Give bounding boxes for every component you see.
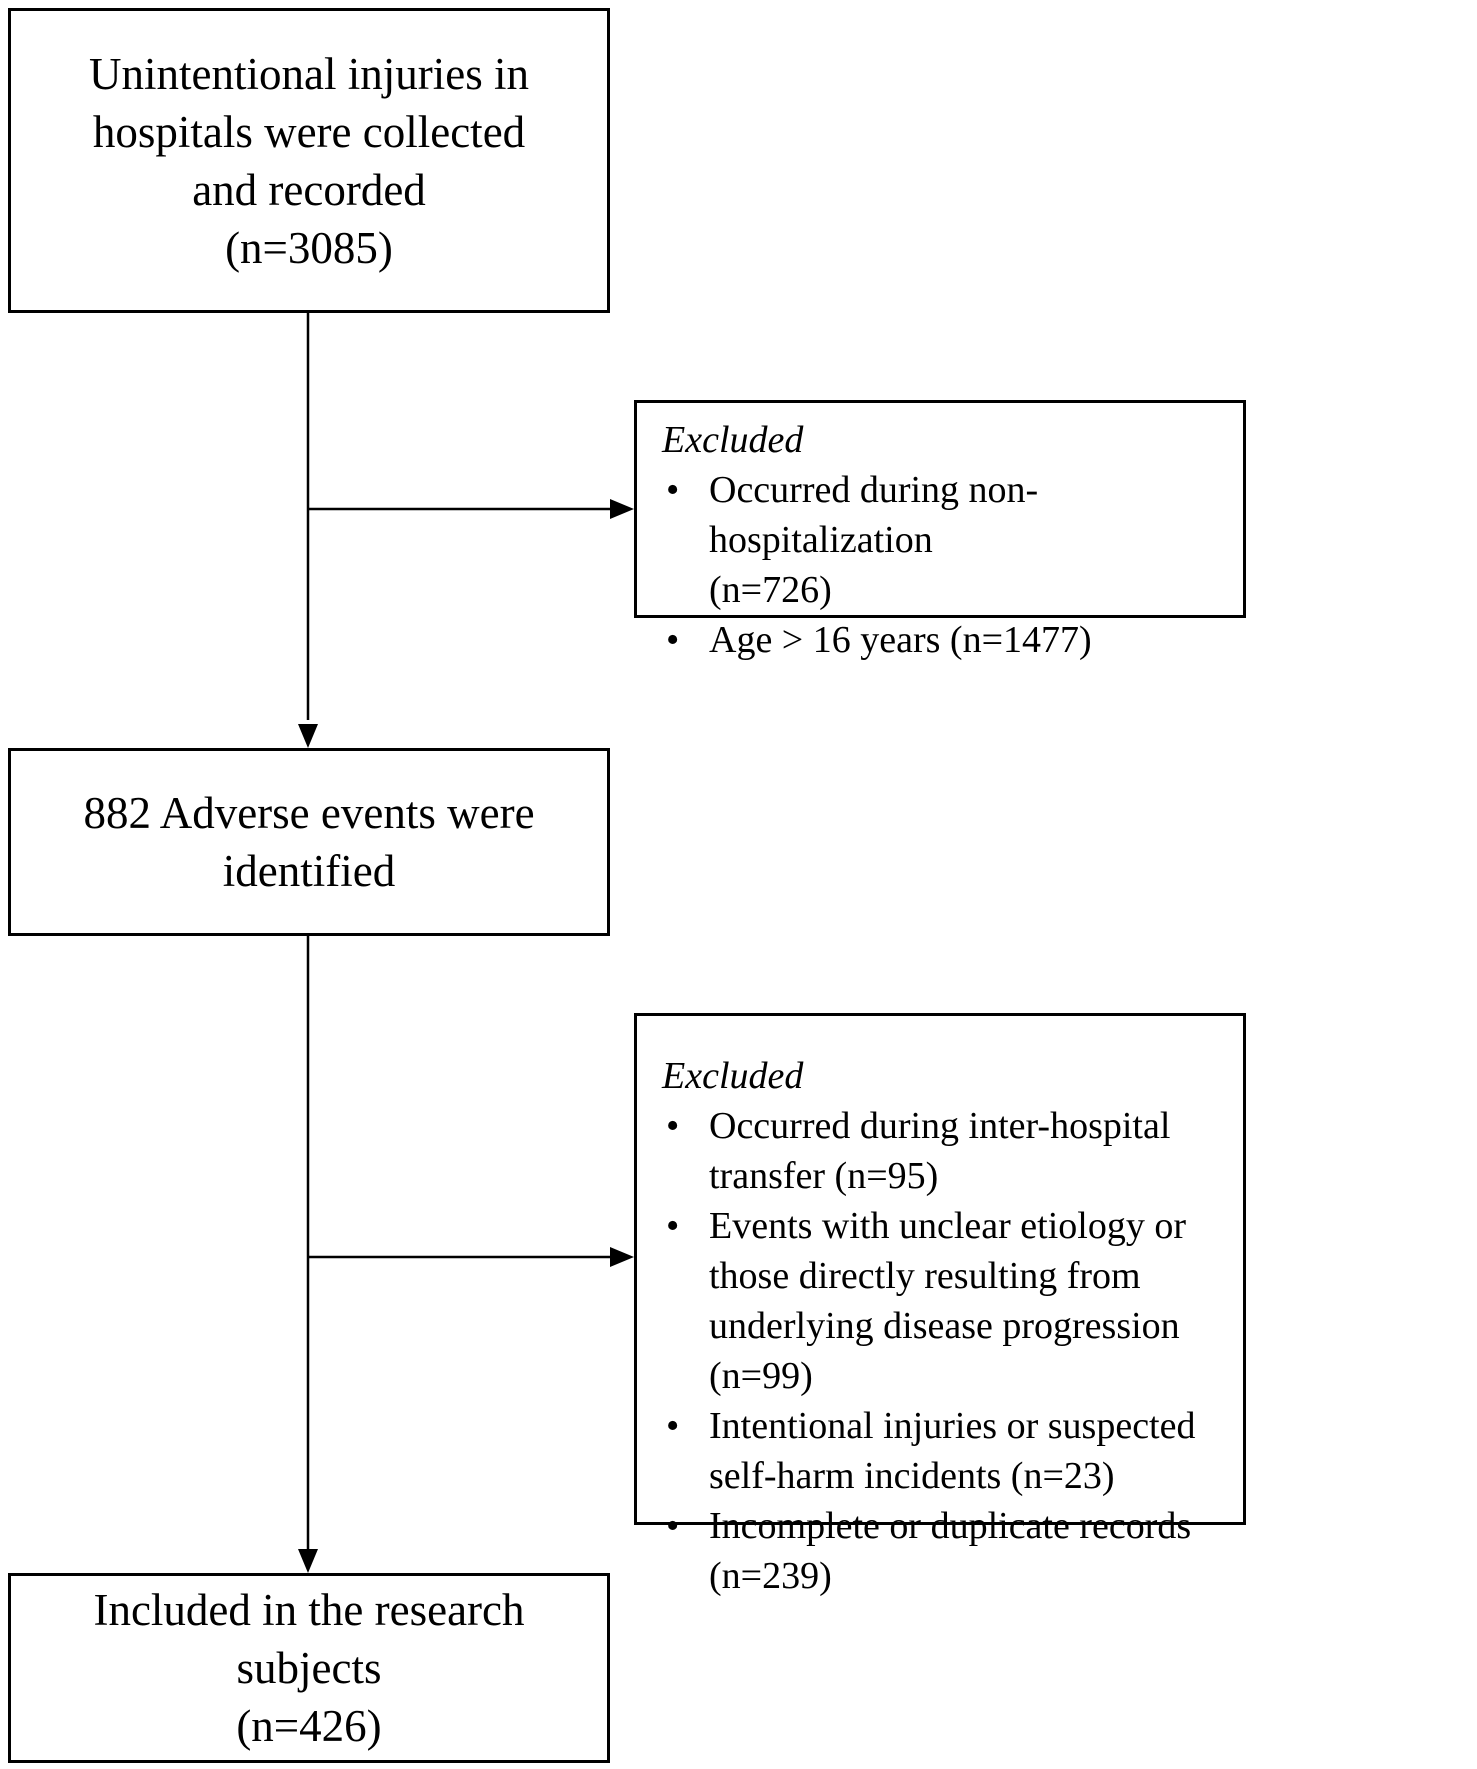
adverse-events-box: 882 Adverse events were identified <box>8 748 610 936</box>
exclusion-item: Incomplete or duplicate records (n=239) <box>662 1501 1223 1601</box>
box-text-line: subjects <box>236 1643 382 1693</box>
box-text-line: Included in the research <box>93 1585 525 1635</box>
arrowhead-exclusion-1 <box>610 499 634 519</box>
exclusion-item: Intentional injuries or suspected self-h… <box>662 1401 1223 1501</box>
collected-injuries-box: Unintentional injuries in hospitals were… <box>8 8 610 313</box>
box-text-line: Unintentional injuries in <box>89 48 529 99</box>
box-text-line: hospitals were collected <box>92 106 526 157</box>
box-text-line: (n=3085) <box>225 222 393 273</box>
exclusion-box-1: Excluded Occurred during non-hospitaliza… <box>634 400 1246 665</box>
exclusion-box-2: Excluded Occurred during inter-hospital … <box>634 1013 1246 1597</box>
exclusion-list: Occurred during inter-hospital transfer … <box>662 1101 1223 1601</box>
exclusion-item: Occurred during inter-hospital transfer … <box>662 1101 1223 1201</box>
arrowhead-middle <box>298 724 318 748</box>
arrowhead-bottom <box>298 1549 318 1573</box>
exclusion-item: Events with unclear etiology or those di… <box>662 1201 1223 1401</box>
exclusion-item: Occurred during non-hospitalization (n=7… <box>662 465 1059 615</box>
exclusion-list: Occurred during non-hospitalization (n=7… <box>662 465 1223 665</box>
box-text-line: and recorded <box>192 164 426 215</box>
included-subjects-box: Included in the research subjects (n=426… <box>8 1573 610 1763</box>
exclusion-title: Excluded <box>662 1055 804 1097</box>
box-text-line: identified <box>222 846 396 896</box>
box-text-line: (n=426) <box>236 1701 382 1751</box>
exclusion-item: Age > 16 years (n=1477) <box>662 615 1223 665</box>
arrowhead-exclusion-2 <box>610 1247 634 1267</box>
exclusion-title: Excluded <box>662 419 804 461</box>
box-text-line: 882 Adverse events were <box>83 788 535 838</box>
